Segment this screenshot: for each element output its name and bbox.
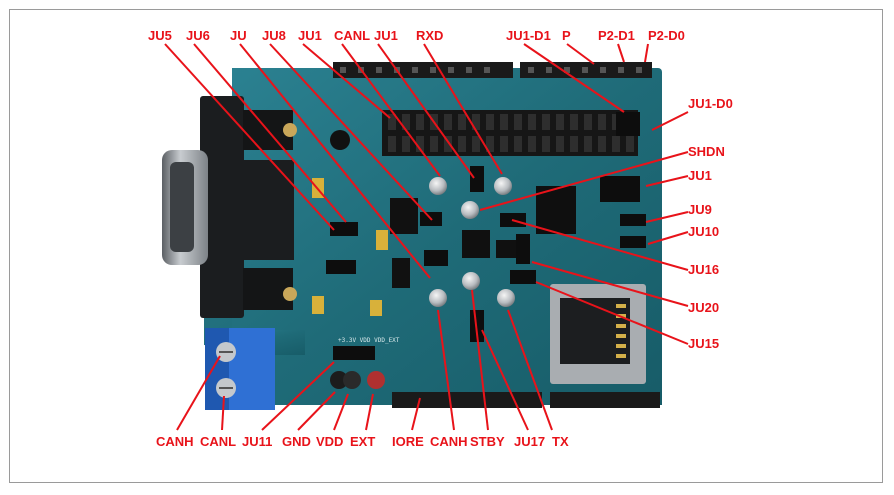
label-canl-bottom: CANL: [200, 434, 236, 449]
label-ju1-d0-right: JU1-D0: [688, 96, 733, 111]
label-tx-bottom: TX: [552, 434, 569, 449]
label-ju6-top: JU6: [186, 28, 210, 43]
pin-header-block: [382, 110, 638, 156]
label-ju8-top: JU8: [262, 28, 286, 43]
label-canl-top: CANL: [334, 28, 370, 43]
db9-connector: [162, 96, 297, 318]
microsd-slot: [550, 284, 646, 384]
label-stby-bottom: STBY: [470, 434, 505, 449]
label-ju1-d1-top: JU1-D1: [506, 28, 551, 43]
label-ext-bottom: EXT: [350, 434, 375, 449]
label-ju1-right: JU1: [688, 168, 712, 183]
label-canh-bottom-b: CANH: [430, 434, 468, 449]
label-ju15-right: JU15: [688, 336, 719, 351]
test-points: [330, 177, 515, 389]
header-p3: [392, 392, 660, 408]
label-ju9-right: JU9: [688, 202, 712, 217]
label-p2-d0-top: P2-D0: [648, 28, 685, 43]
svg-text:+3.3V VDD VDD_EXT: +3.3V VDD VDD_EXT: [338, 337, 400, 344]
components: [312, 112, 646, 360]
label-ju17-bottom: JU17: [514, 434, 545, 449]
label-p2-d1-top: P2-D1: [598, 28, 635, 43]
label-ju11-bottom: JU11: [242, 434, 272, 449]
label-shdn-right: SHDN: [688, 144, 725, 159]
label-gnd-bottom: GND: [282, 434, 311, 449]
label-ju16-right: JU16: [688, 262, 719, 277]
terminal-block: [205, 328, 275, 410]
label-ju1-top-a: JU1: [298, 28, 322, 43]
label-canh-bottom-a: CANH: [156, 434, 194, 449]
label-ju20-right: JU20: [688, 300, 719, 315]
callout-lines: [164, 43, 689, 431]
label-ju5-top: JU5: [148, 28, 172, 43]
label-iore-bottom: IORE: [392, 434, 424, 449]
callout-labels: JU5 JU6 JU JU8 JU1 CANL JU1 RXD JU1-D1 P…: [148, 28, 733, 449]
silkscreen: +3.3V VDD VDD_EXT: [338, 337, 400, 344]
label-rxd-top: RXD: [416, 28, 443, 43]
label-ju-top: JU: [230, 28, 247, 43]
label-ju1-top-b: JU1: [374, 28, 398, 43]
label-ju10-right: JU10: [688, 224, 719, 239]
label-vdd-bottom: VDD: [316, 434, 343, 449]
header-p1: [333, 62, 652, 78]
label-p-top: P: [562, 28, 571, 43]
